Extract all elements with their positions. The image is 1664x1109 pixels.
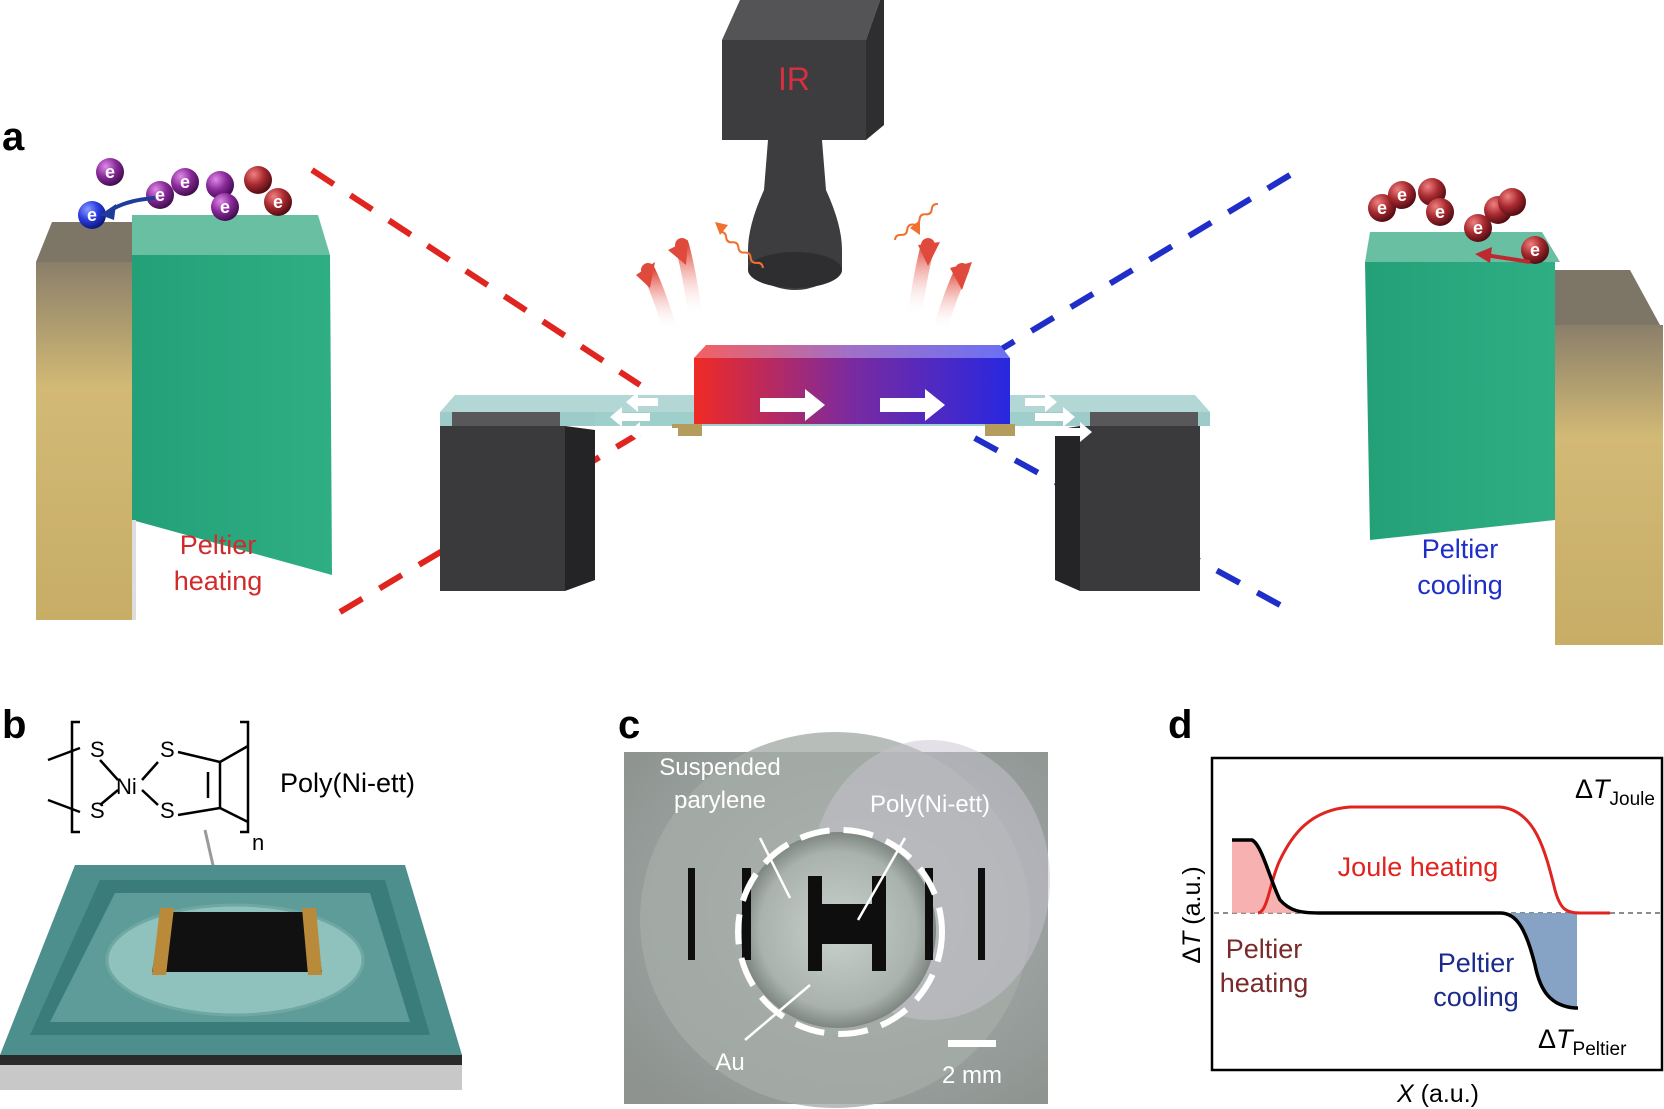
electron-label: e <box>1530 240 1540 260</box>
joule-heating-label: Joule heating <box>1338 852 1499 882</box>
ir-label: IR <box>778 61 810 97</box>
electron-label: e <box>273 192 283 212</box>
panel-letter-b: b <box>2 703 26 747</box>
poly-label: Poly(Ni-ett) <box>870 791 990 818</box>
electron-label: e <box>155 185 165 205</box>
substrate-3d <box>0 865 462 1090</box>
peltier-heating-label-1: Peltier <box>180 530 257 560</box>
peltier-cooling-label-2: cooling <box>1417 570 1503 600</box>
ir-camera: IR <box>722 0 884 290</box>
left-junction <box>36 215 332 620</box>
panel-b: b S S Ni S S n Poly(Ni-ett) <box>0 703 462 1090</box>
peltier-cooling-label-1: Peltier <box>1422 534 1499 564</box>
electron-label: e <box>1473 218 1483 238</box>
right-junction <box>1365 232 1663 645</box>
bar-arrows <box>760 389 945 421</box>
plate-arrows <box>610 392 1092 442</box>
panel-letter-d: d <box>1168 703 1192 747</box>
peltier-cooling-d-label-1: Peltier <box>1438 948 1515 978</box>
delta-t-joule-label: ΔTJoule <box>1575 774 1655 810</box>
suspended-label-2: parylene <box>674 787 766 814</box>
electrode-bars <box>688 868 985 971</box>
scale-bar-label: 2 mm <box>942 1062 1002 1089</box>
electron-label: e <box>105 162 115 182</box>
device-stage <box>440 345 1210 591</box>
atom-s: S <box>90 737 105 762</box>
atom-s: S <box>160 798 175 823</box>
peltier-cooling-d-label-2: cooling <box>1433 982 1519 1012</box>
scale-bar <box>948 1040 996 1047</box>
blue-dashed-line-upper <box>973 172 1292 368</box>
subscript-n: n <box>252 830 264 855</box>
heat-arrow-heads <box>636 240 972 290</box>
peltier-heating-d-label-2: heating <box>1220 968 1309 998</box>
peltier-curve <box>1232 838 1578 1010</box>
suspended-label-1: Suspended <box>659 754 780 781</box>
delta-t-peltier-label: ΔTPeltier <box>1538 1024 1627 1060</box>
peltier-heating-label-2: heating <box>174 566 263 596</box>
electron-label: e <box>1435 202 1445 222</box>
polymer-label: Poly(Ni-ett) <box>280 768 415 798</box>
electron-label: e <box>1397 185 1407 205</box>
red-dashed-line-upper <box>310 167 642 388</box>
panel-letter-c: c <box>618 703 640 747</box>
y-axis-label: ΔT (a.u.) <box>1178 866 1206 963</box>
electron-label: e <box>87 205 97 225</box>
panel-a: a IR <box>2 0 1663 645</box>
peltier-cooling-area <box>1500 913 1577 1008</box>
panel-d: d Joule heating Peltier heating Peltier … <box>1168 703 1664 1108</box>
electrons-left: e e e e e e <box>78 158 292 229</box>
atom-s: S <box>160 737 175 762</box>
atom-s: S <box>90 798 105 823</box>
blue-dashed-line-lower <box>958 427 1282 608</box>
x-axis-label: X (a.u.) <box>1396 1080 1479 1108</box>
electrons-right: e e e e e <box>1368 178 1549 264</box>
panel-c: c Suspended parylene Poly(Ni-ett) Au 2 m… <box>618 703 1050 1108</box>
electron-label: e <box>180 172 190 192</box>
electron-label: e <box>1377 198 1387 218</box>
panel-letter-a: a <box>2 115 25 159</box>
peltier-heating-d-label-1: Peltier <box>1226 934 1303 964</box>
atom-ni: Ni <box>116 774 137 799</box>
joule-curve <box>1257 805 1610 915</box>
electron-label: e <box>220 197 230 217</box>
dashed-circle <box>735 827 945 1037</box>
chem-structure <box>47 720 250 834</box>
au-label: Au <box>715 1049 744 1076</box>
peltier-heating-area <box>1232 840 1310 913</box>
